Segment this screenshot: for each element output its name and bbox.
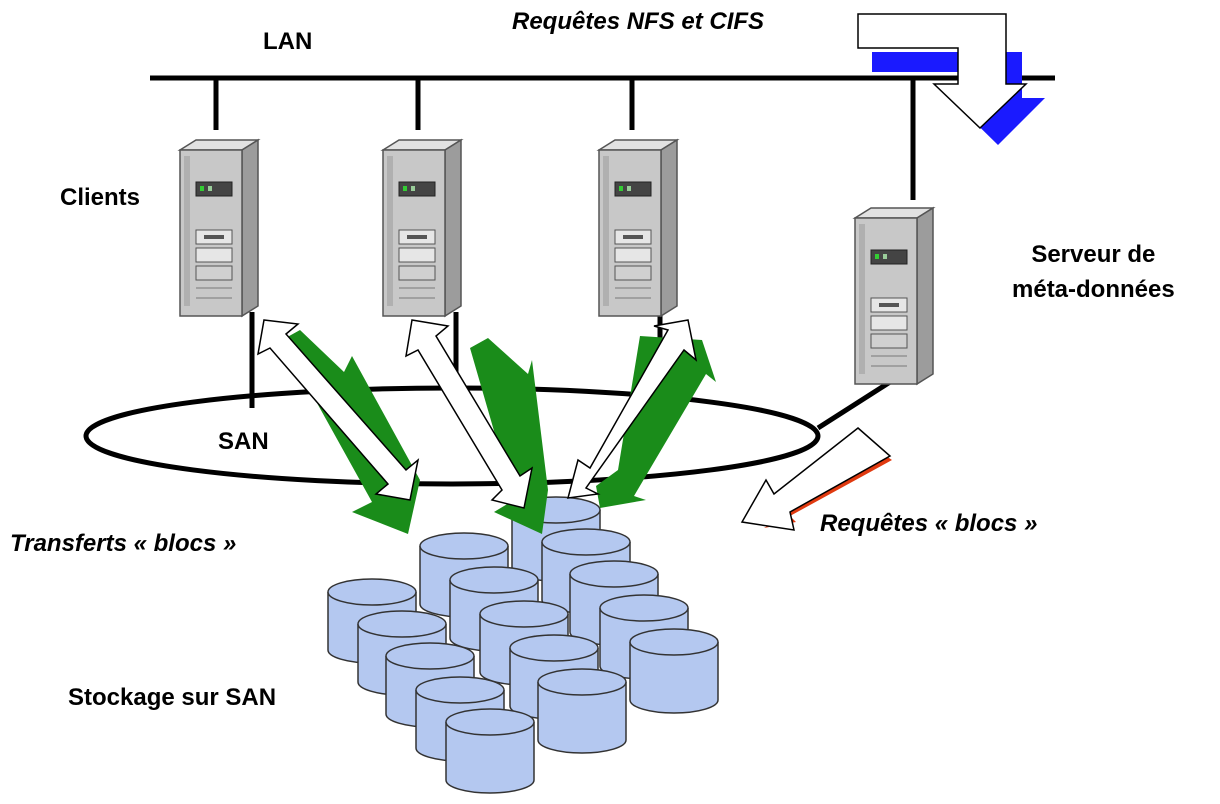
lan-label: LAN	[263, 28, 313, 55]
disk-cylinder-icon	[445, 708, 535, 794]
server-icon	[854, 207, 934, 385]
metadata-server-label: Serveur de méta-données	[1012, 238, 1175, 308]
disk-cylinder-icon	[537, 668, 627, 754]
block-requests-label: Requêtes « blocs »	[820, 510, 1038, 537]
server-icon	[382, 139, 462, 317]
clients-label: Clients	[60, 184, 141, 211]
block-transfer-arrow-3	[566, 319, 716, 508]
disk-cylinder-icon	[629, 628, 719, 714]
nfs-request-arrow	[857, 13, 1045, 145]
san-storage-label: Stockage sur SAN	[68, 684, 277, 711]
block-request-arrow	[740, 427, 892, 531]
san-link-meta	[816, 379, 892, 431]
server-icon	[179, 139, 259, 317]
nfs-cifs-requests-label: Requêtes NFS et CIFS	[512, 8, 765, 35]
san-storage	[327, 496, 719, 794]
metadata-server-label-line2: méta-données	[1012, 275, 1175, 303]
block-transfer-arrow-2	[405, 319, 548, 534]
block-transfers-label: Transferts « blocs »	[10, 530, 237, 557]
metadata-server-label-line1: Serveur de	[1031, 241, 1156, 268]
server-icon	[598, 139, 678, 317]
san-label: SAN	[218, 428, 269, 455]
block-transfer-arrow-1	[257, 319, 420, 534]
